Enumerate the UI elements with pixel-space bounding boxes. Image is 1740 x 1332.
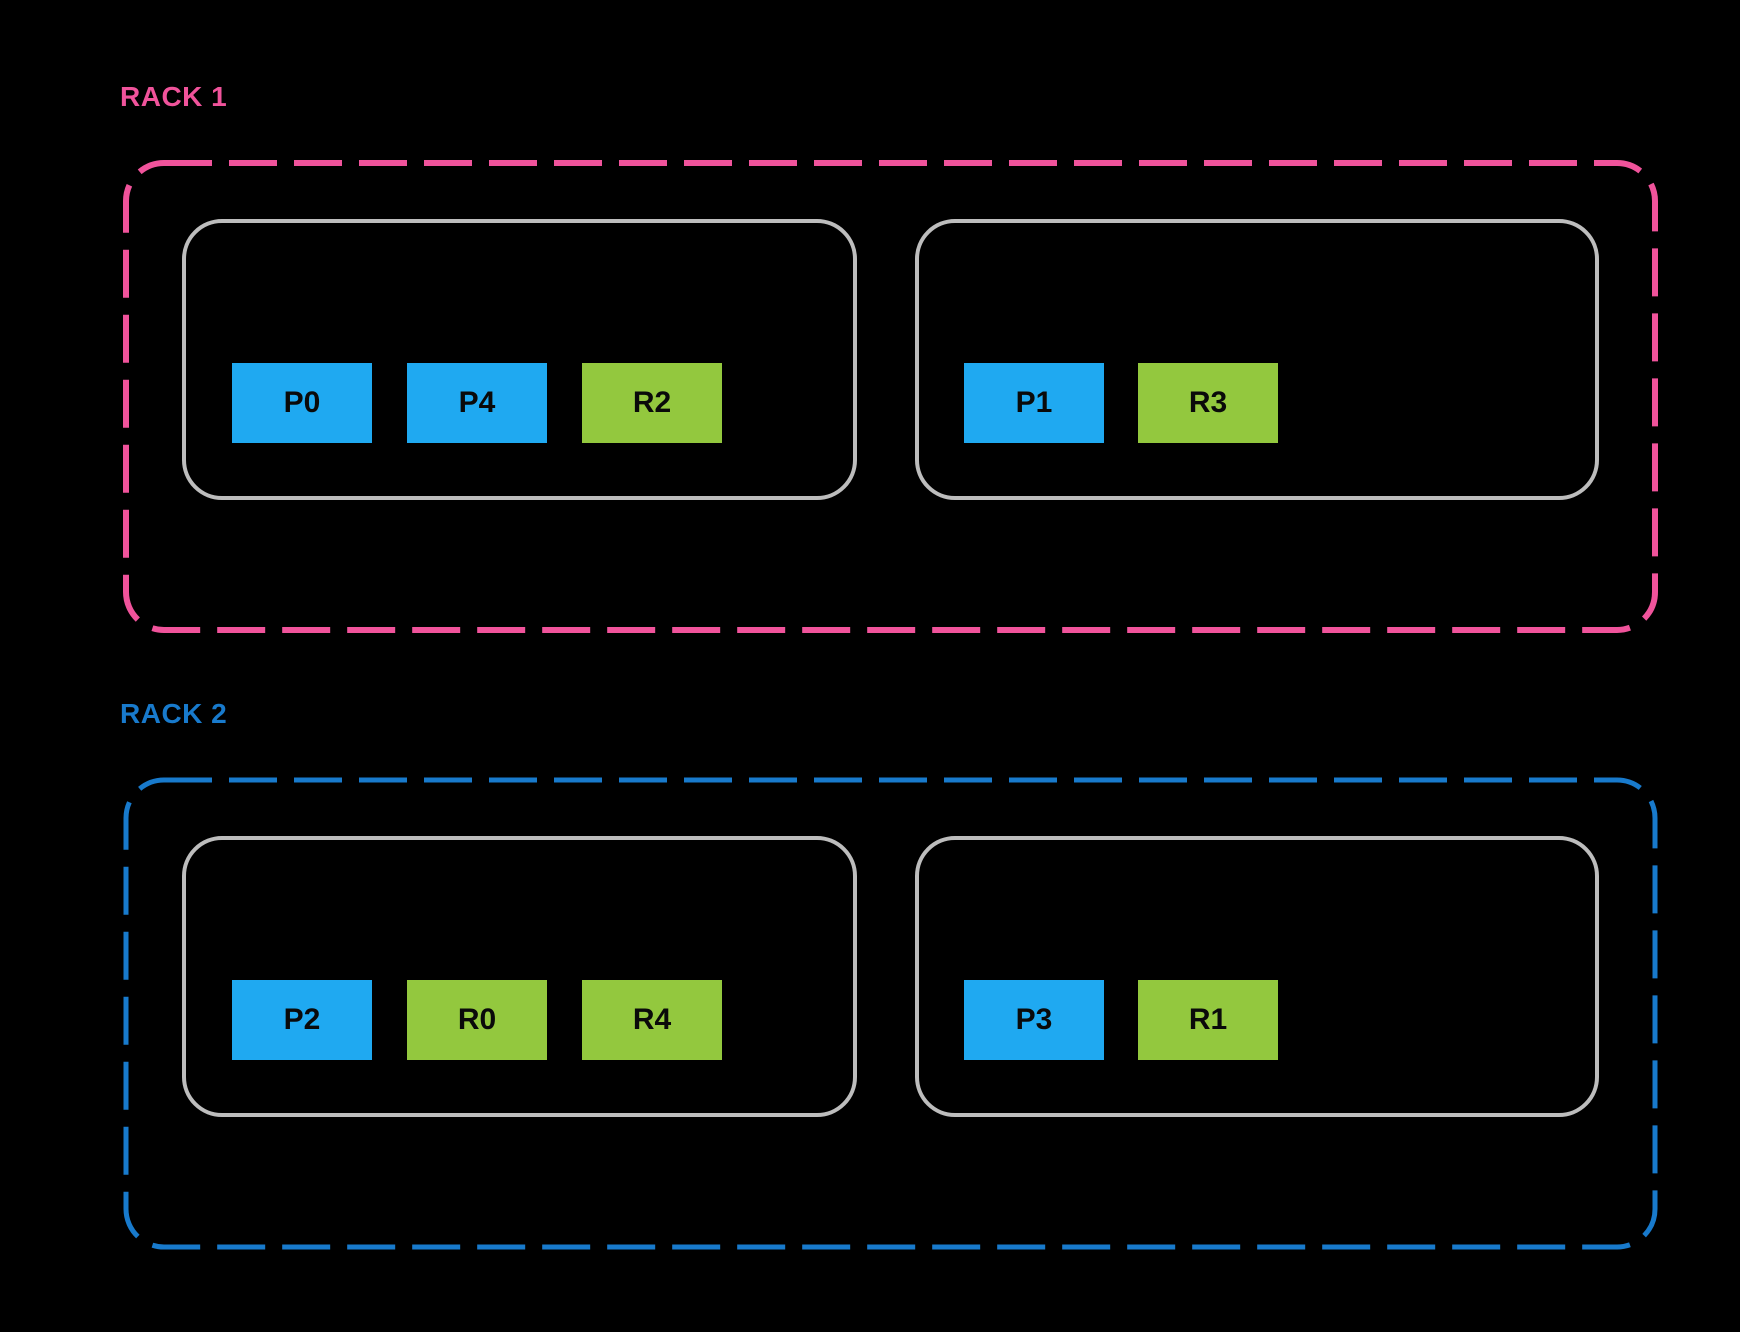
rack2-label: RACK 2 [120,698,228,729]
chip-p2: P2 [232,980,372,1060]
rack1-node-2 [915,219,1599,500]
rack2-node-2 [915,836,1599,1117]
rack1-node-1 [182,219,857,500]
chip-r2: R2 [582,363,722,443]
rack1-label: RACK 1 [120,81,228,112]
chip-r0: R0 [407,980,547,1060]
chip-p1: P1 [964,363,1104,443]
chip-p3: P3 [964,980,1104,1060]
chip-r3: R3 [1138,363,1278,443]
chip-r1: R1 [1138,980,1278,1060]
rack2-node-1 [182,836,857,1117]
chip-p4: P4 [407,363,547,443]
chip-p0: P0 [232,363,372,443]
chip-r4: R4 [582,980,722,1060]
